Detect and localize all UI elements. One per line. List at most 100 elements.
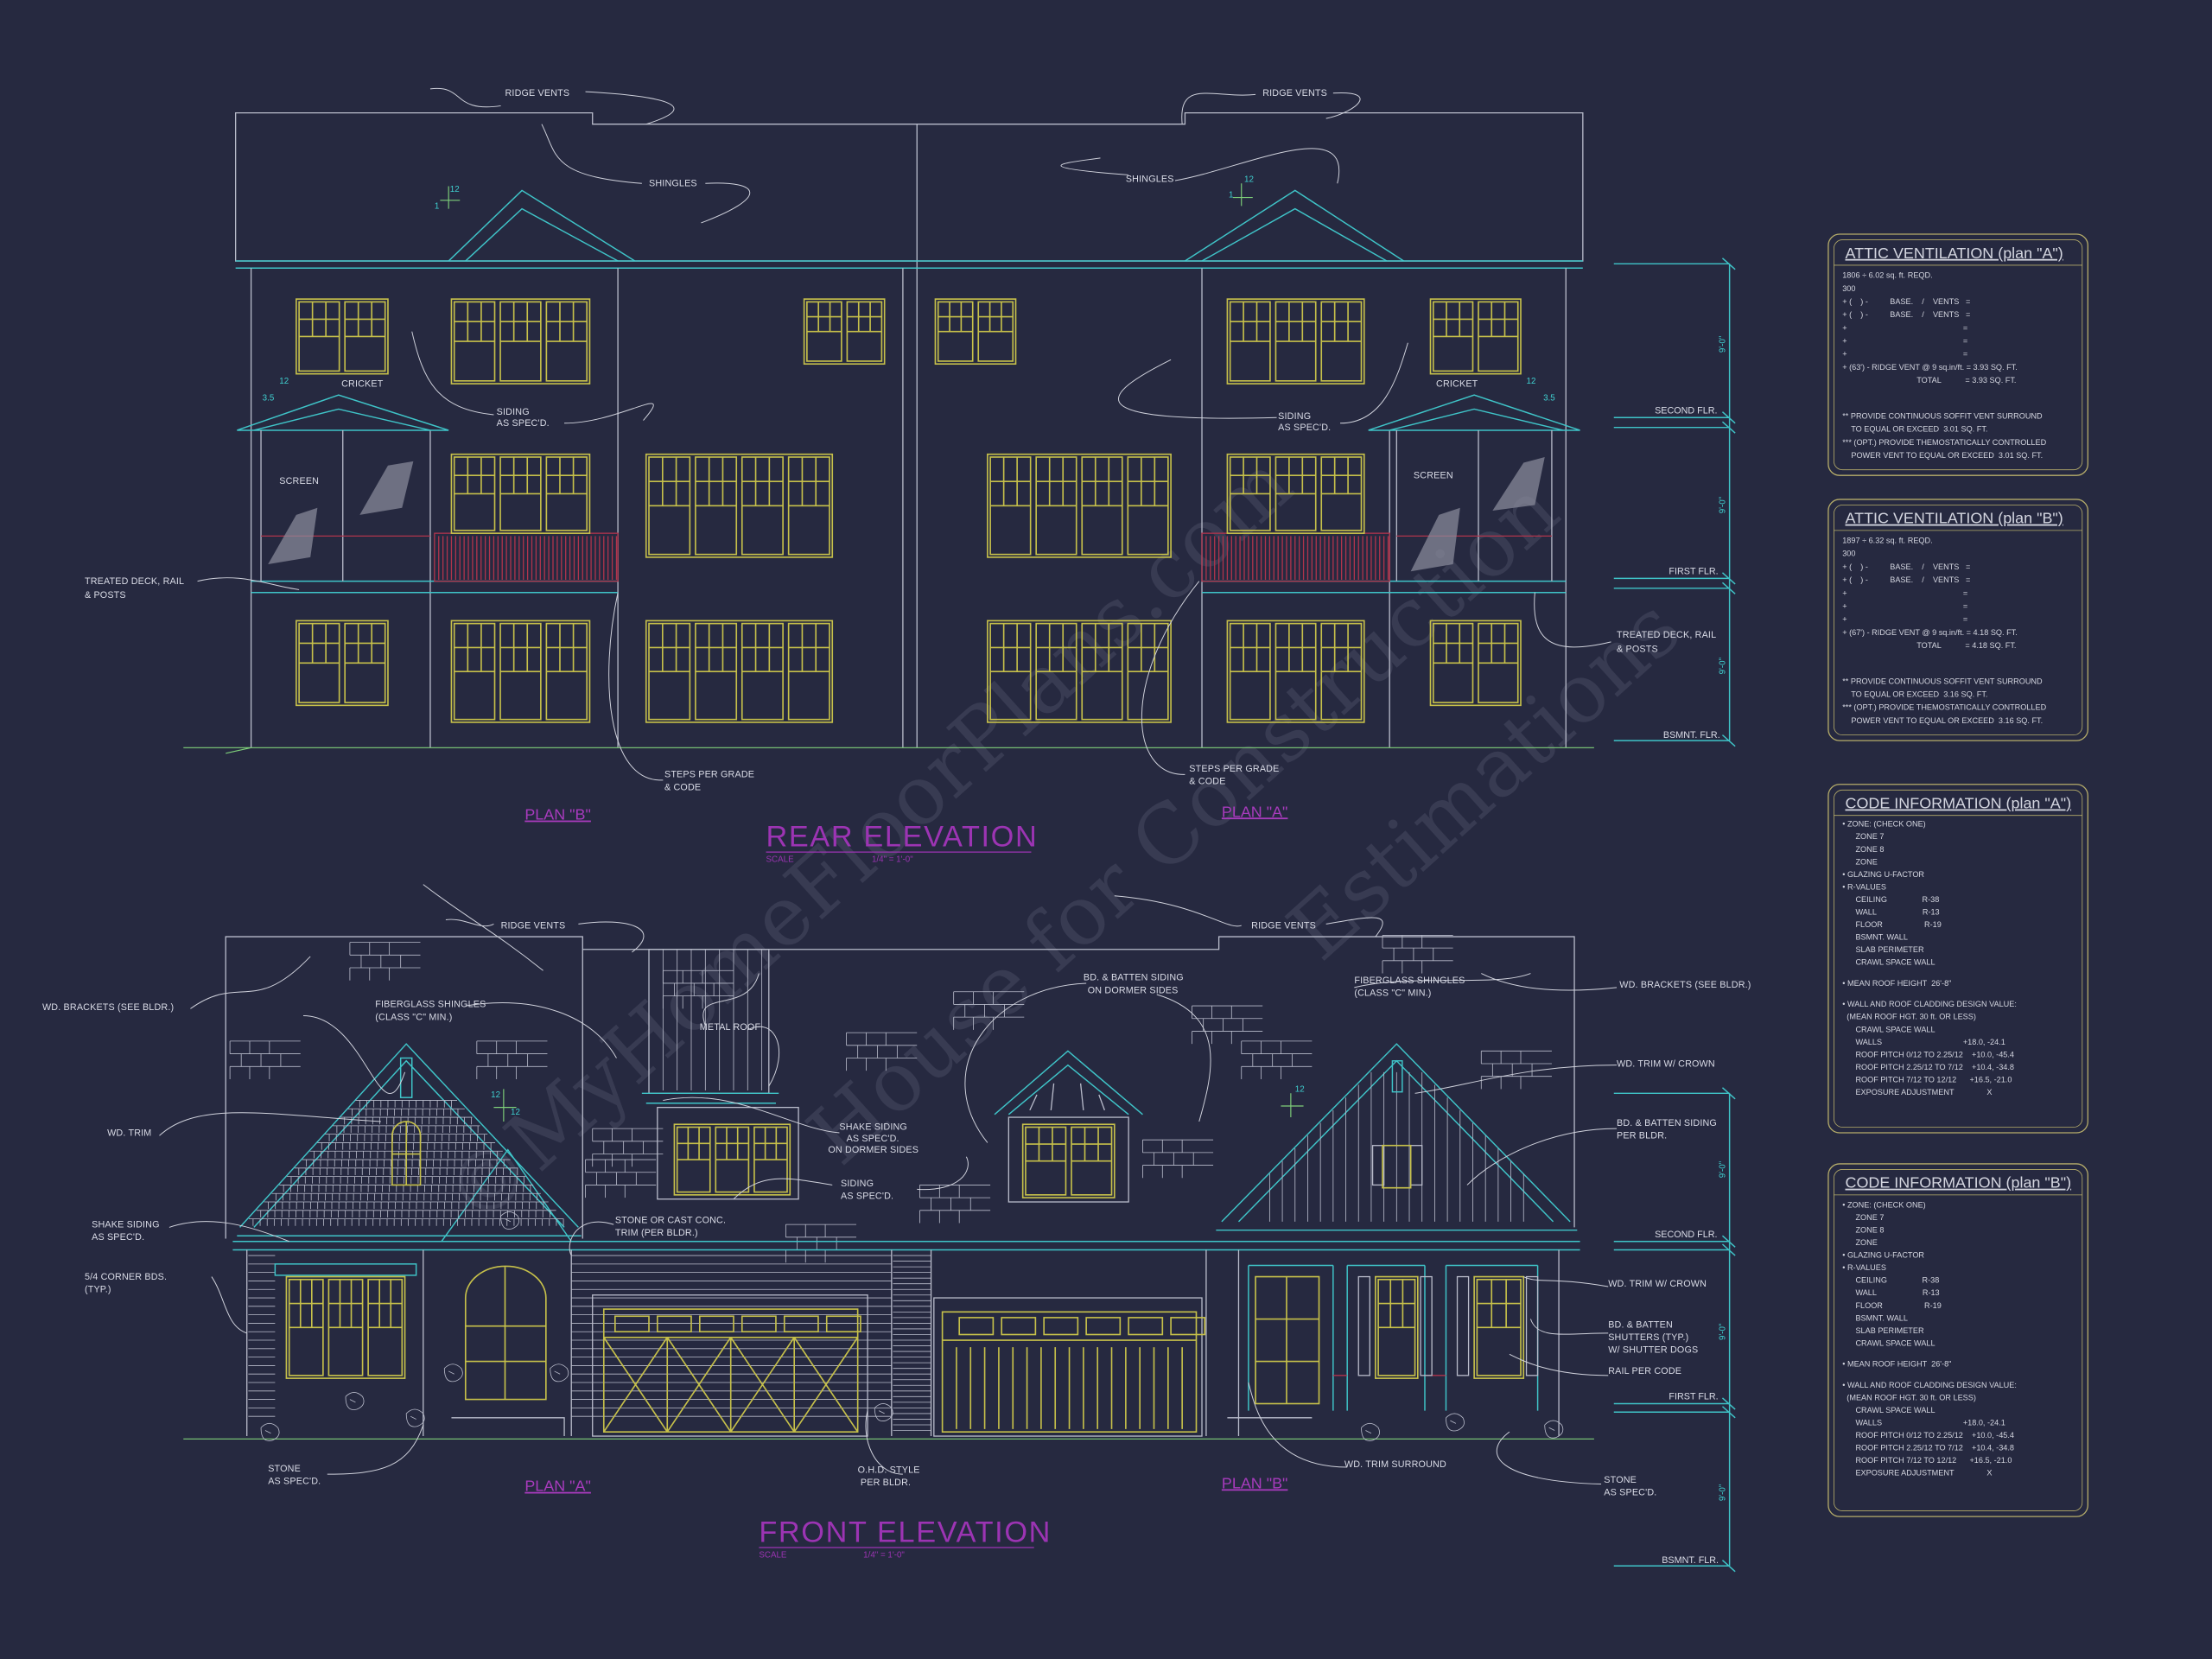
dimension-text: 9'-0" bbox=[1719, 1323, 1728, 1340]
front-windows bbox=[285, 1123, 1539, 1379]
notes-table-code-b: CODE INFORMATION (plan "B")• ZONE: (CHEC… bbox=[1827, 1163, 2088, 1517]
table-line: • GLAZING U-FACTOR bbox=[1842, 1251, 1924, 1260]
label-shake-dormer: ON DORMER SIDES bbox=[828, 1145, 918, 1155]
label-cricket: CRICKET bbox=[1436, 378, 1478, 389]
table-line: EXPOSURE ADJUSTMENT X bbox=[1842, 1088, 1992, 1096]
table-line: • WALL AND ROOF CLADDING DESIGN VALUE: bbox=[1842, 1381, 2017, 1389]
brick-symbols bbox=[229, 935, 1552, 1263]
window bbox=[1226, 298, 1365, 385]
table-line: 300 bbox=[1842, 550, 1855, 558]
table-line: SLAB PERIMETER bbox=[1842, 945, 1924, 954]
table-line: ZONE bbox=[1842, 857, 1878, 866]
label-wd-trim: WD. TRIM bbox=[107, 1128, 151, 1138]
pitch-rise: 12 bbox=[1295, 1085, 1305, 1095]
label-shingles: SHINGLES bbox=[649, 179, 697, 189]
table-line: + ( ) - BASE. / VENTS = bbox=[1842, 575, 1970, 584]
label-stone: AS SPEC'D. bbox=[1604, 1488, 1656, 1498]
label-wd-brackets: WD. BRACKETS (SEE BLDR.) bbox=[42, 1002, 174, 1013]
window bbox=[1473, 1275, 1525, 1379]
window bbox=[673, 1123, 791, 1196]
window bbox=[645, 453, 834, 558]
label-corner-boards: 5/4 CORNER BDS. bbox=[85, 1272, 167, 1282]
table-line: ROOF PITCH 7/12 TO 12/12 +16.5, -21.0 bbox=[1842, 1075, 2012, 1084]
table-line: CRAWL SPACE WALL bbox=[1842, 1406, 1935, 1414]
label-shutters: BD. & BATTEN bbox=[1608, 1319, 1673, 1330]
label-deck: & POSTS bbox=[85, 590, 126, 601]
window bbox=[1226, 453, 1365, 534]
label-metal-roof: METAL ROOF bbox=[700, 1022, 761, 1033]
table-line: EXPOSURE ADJUSTMENT X bbox=[1842, 1469, 1992, 1478]
stone-veneer bbox=[260, 1211, 1564, 1441]
label-siding: SIDING bbox=[1278, 411, 1311, 422]
label-stone-trim: TRIM (PER BLDR.) bbox=[615, 1228, 698, 1238]
label-ohd-style: O.H.D. STYLE bbox=[858, 1465, 920, 1475]
screen-hatch bbox=[268, 456, 1545, 572]
table-line: (MEAN ROOF HGT. 30 ft. OR LESS) bbox=[1842, 1013, 1976, 1021]
level-second-floor: SECOND FLR. bbox=[1655, 1230, 1717, 1240]
label-shake-dormer: AS SPEC'D. bbox=[847, 1134, 899, 1144]
table-line: ZONE bbox=[1842, 1238, 1878, 1247]
table-line: + = bbox=[1842, 323, 1967, 332]
table-line: + ( ) - BASE. / VENTS = bbox=[1842, 563, 1970, 571]
table-line: WALL R-13 bbox=[1842, 907, 1939, 916]
label-bd-batten-dormer: ON DORMER SIDES bbox=[1088, 985, 1179, 995]
table-line: WALLS +18.0, -24.1 bbox=[1842, 1419, 2005, 1427]
pitch-run: 3.5 bbox=[1543, 394, 1555, 404]
label-bd-batten-dormer: BD. & BATTEN SIDING bbox=[1084, 973, 1184, 983]
label-deck: TREATED DECK, RAIL bbox=[1617, 630, 1716, 640]
table-line: • ZONE: (CHECK ONE) bbox=[1842, 1201, 1925, 1210]
scale-value: 1/4" = 1'-0" bbox=[872, 855, 913, 865]
dimension-text: 9'-0" bbox=[1719, 1160, 1728, 1178]
label-stone-trim: STONE OR CAST CONC. bbox=[615, 1216, 726, 1226]
label-wd-trim-crown: WD. TRIM W/ CROWN bbox=[1608, 1279, 1707, 1289]
table-line: ** PROVIDE CONTINUOUS SOFFIT VENT SURROU… bbox=[1842, 411, 2043, 420]
table-line: WALLS +18.0, -24.1 bbox=[1842, 1038, 2005, 1046]
table-line: SLAB PERIMETER bbox=[1842, 1326, 1924, 1335]
table-line: + = bbox=[1842, 588, 1967, 597]
window bbox=[450, 453, 591, 534]
label-corner-boards: (TYP.) bbox=[85, 1285, 111, 1295]
table-line: ROOF PITCH 2.25/12 TO 7/12 +10.4, -34.8 bbox=[1842, 1063, 2014, 1071]
window bbox=[296, 298, 389, 375]
window bbox=[803, 298, 886, 365]
table-line: POWER VENT TO EQUAL OR EXCEED 3.16 SQ. F… bbox=[1842, 716, 2043, 725]
dimension-text: 9'-0" bbox=[1719, 496, 1728, 513]
table-line: 1897 ÷ 6.32 sq. ft. REQD. bbox=[1842, 537, 1932, 545]
level-second-floor: SECOND FLR. bbox=[1655, 405, 1717, 416]
table-line: BSMNT. WALL bbox=[1842, 933, 1908, 942]
label-siding: AS SPEC'D. bbox=[841, 1192, 893, 1202]
pitch-run: 1 bbox=[1229, 191, 1233, 200]
label-fiberglass-shingles: FIBERGLASS SHINGLES bbox=[375, 1000, 486, 1010]
table-line: TO EQUAL OR EXCEED 3.16 SQ. FT. bbox=[1842, 690, 1987, 699]
label-shake-dormer: SHAKE SIDING bbox=[839, 1122, 907, 1133]
label-siding: AS SPEC'D. bbox=[497, 418, 550, 429]
table-line: + ( ) - BASE. / VENTS = bbox=[1842, 310, 1970, 319]
label-steps: STEPS PER GRADE bbox=[664, 770, 754, 780]
label-stone: STONE bbox=[1604, 1475, 1637, 1485]
table-line: • MEAN ROOF HEIGHT 26'-8" bbox=[1842, 979, 1951, 988]
label-ridge-vents: RIDGE VENTS bbox=[1262, 88, 1327, 99]
table-line: + = bbox=[1842, 615, 1967, 624]
label-trim-surround: WD. TRIM SURROUND bbox=[1344, 1459, 1446, 1470]
window bbox=[1429, 298, 1522, 375]
table-line: CRAWL SPACE WALL bbox=[1842, 1338, 1935, 1347]
front-elevation-title: FRONT ELEVATION bbox=[759, 1516, 1052, 1548]
table-line: *** (OPT.) PROVIDE THEMOSTATICALLY CONTR… bbox=[1842, 703, 2046, 712]
label-screen: SCREEN bbox=[1414, 470, 1453, 480]
table-line: + = bbox=[1842, 337, 1967, 346]
window bbox=[1226, 620, 1365, 723]
table-line: ** PROVIDE CONTINUOUS SOFFIT VENT SURROU… bbox=[1842, 677, 2043, 685]
label-wd-trim-crown: WD. TRIM W/ CROWN bbox=[1617, 1058, 1715, 1069]
rear-windows bbox=[296, 298, 1522, 723]
label-fiberglass-shingles: FIBERGLASS SHINGLES bbox=[1354, 976, 1465, 986]
window bbox=[934, 298, 1017, 365]
pitch-rise: 12 bbox=[450, 185, 460, 194]
table-line: FLOOR R-19 bbox=[1842, 1301, 1942, 1310]
table-line: • WALL AND ROOF CLADDING DESIGN VALUE: bbox=[1842, 1000, 2017, 1008]
label-shutters: W/ SHUTTER DOGS bbox=[1608, 1345, 1698, 1356]
table-line: CEILING R-38 bbox=[1842, 895, 1939, 904]
table-line: ZONE 8 bbox=[1842, 845, 1884, 854]
table-line: WALL R-13 bbox=[1842, 1288, 1939, 1297]
window bbox=[1021, 1123, 1116, 1198]
table-line: + (67') - RIDGE VENT @ 9 sq.in/ft. = 4.1… bbox=[1842, 628, 2018, 637]
